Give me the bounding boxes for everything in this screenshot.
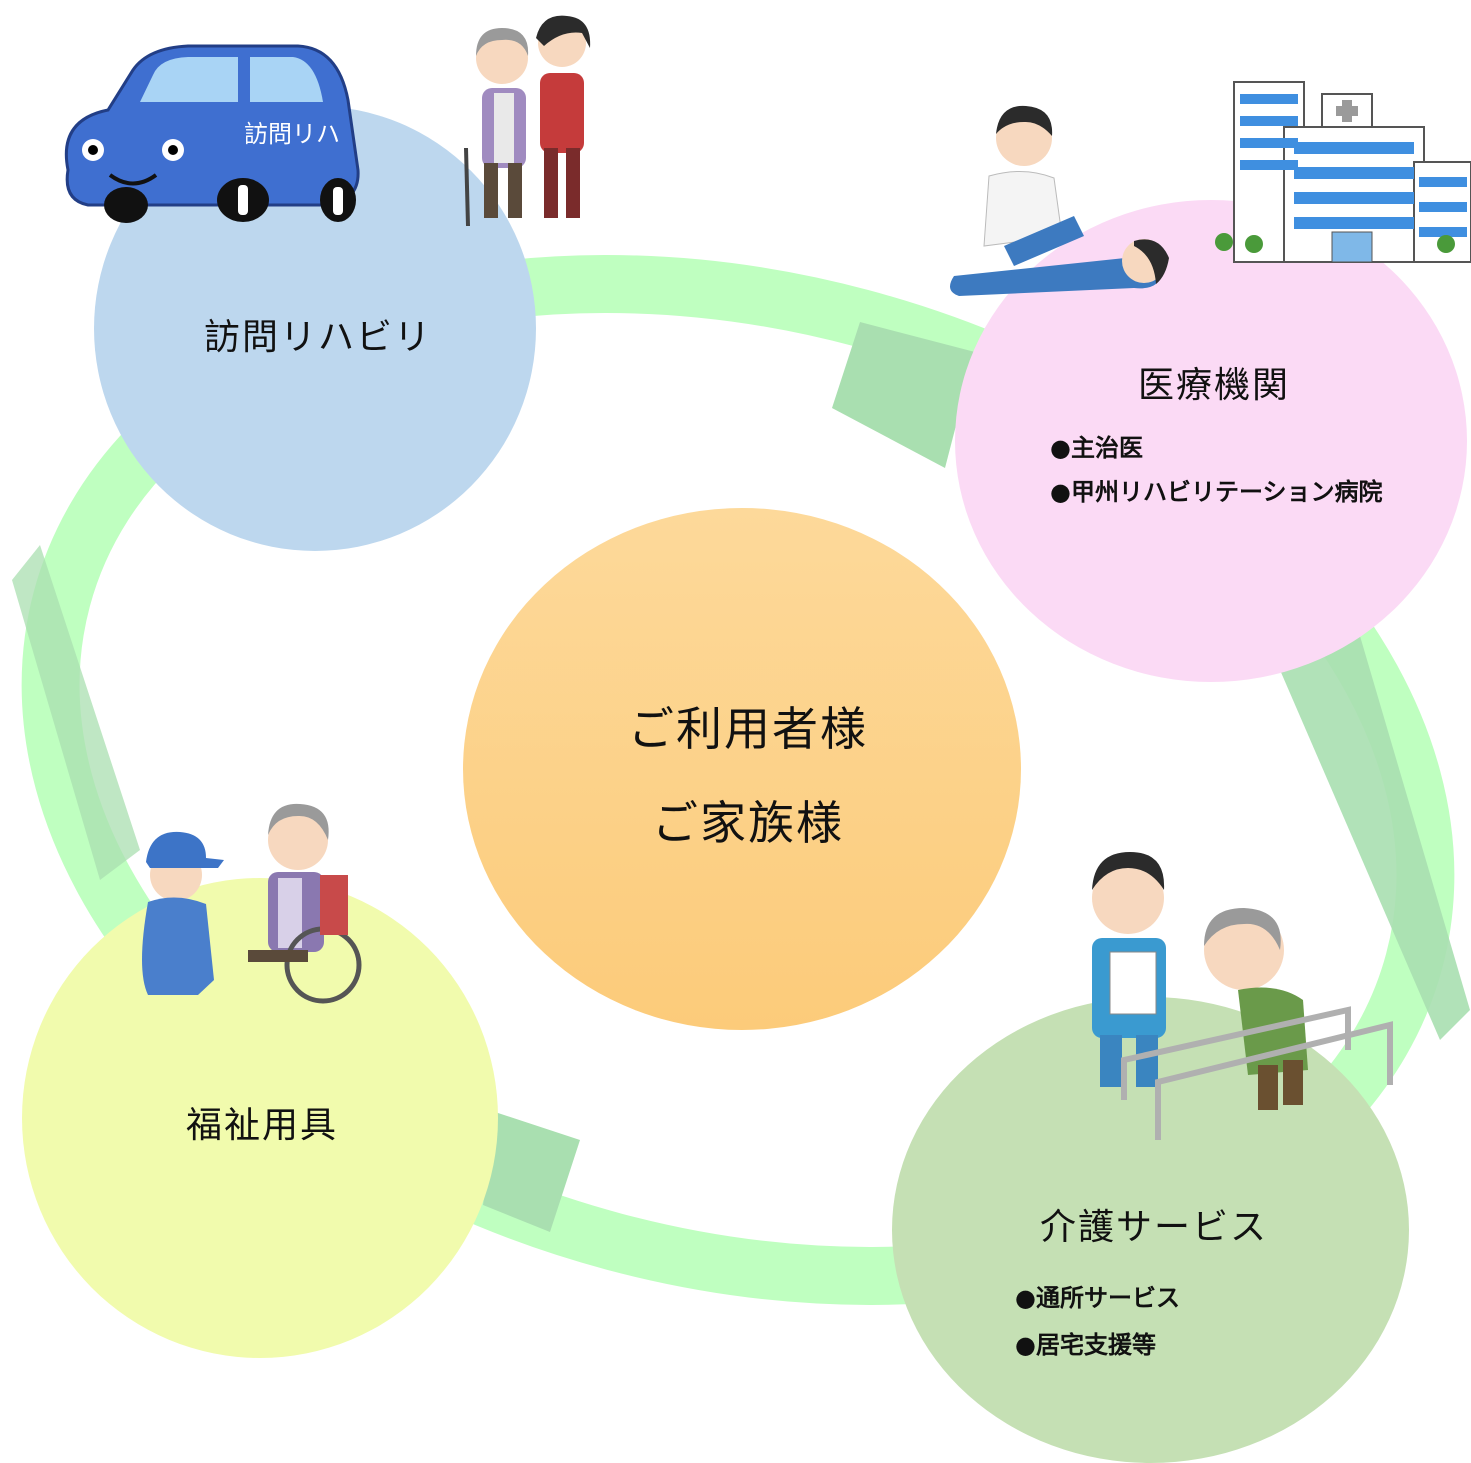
ring-overlap-top-right xyxy=(832,322,975,468)
care-item-2: ●居宅支援等 xyxy=(1015,1330,1156,1359)
medical-item-2: ●甲州リハビリテーション病院 xyxy=(1050,477,1383,506)
center-circle xyxy=(463,508,1021,1030)
car-illustration: 訪問リハ xyxy=(64,44,360,223)
center-line-2: ご家族様 xyxy=(652,796,844,850)
care-title: 介護サービス xyxy=(1040,1207,1269,1248)
ring-overlap-bottom-left xyxy=(483,1112,580,1232)
visit-rehab-title: 訪問リハビリ xyxy=(204,317,433,358)
center-line-1: ご利用者様 xyxy=(628,702,868,756)
therapist-illustration xyxy=(950,105,1169,296)
car-label: 訪問リハ xyxy=(244,120,340,148)
welfare-title: 福祉用具 xyxy=(186,1105,339,1146)
ring-overlap-left xyxy=(12,545,140,880)
care-item-1: ●通所サービス xyxy=(1015,1283,1180,1312)
rehab-training-illustration xyxy=(1092,852,1393,1140)
hospital-illustration xyxy=(1215,81,1471,263)
medical-item-1: ●主治医 xyxy=(1050,433,1143,462)
wheelchair-illustration xyxy=(142,803,362,1004)
medical-title: 医療機関 xyxy=(1138,365,1291,406)
ring-overlap-right xyxy=(1280,636,1470,1040)
caregiver-illustration xyxy=(464,15,591,227)
